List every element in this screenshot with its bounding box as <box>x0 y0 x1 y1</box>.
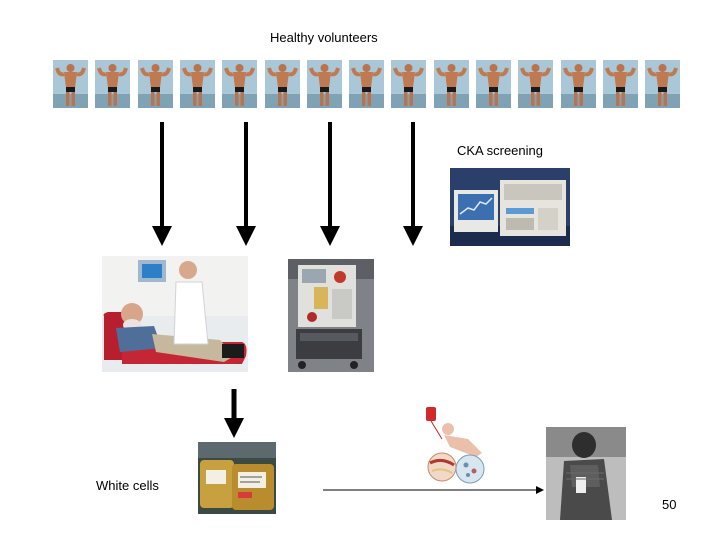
volunteer-image <box>518 60 553 108</box>
volunteer-image <box>53 60 88 108</box>
volunteer-image <box>391 60 426 108</box>
down-arrow-2 <box>236 122 256 246</box>
volunteer-image <box>603 60 638 108</box>
down-arrow-5 <box>224 389 244 438</box>
volunteer-image <box>434 60 469 108</box>
volunteer-image <box>222 60 257 108</box>
volunteer-image <box>95 60 130 108</box>
down-arrow-3 <box>320 122 340 246</box>
volunteer-image <box>180 60 215 108</box>
volunteer-image <box>645 60 680 108</box>
page-number: 50 <box>662 497 677 512</box>
white-cells-label: White cells <box>96 478 159 493</box>
title-healthy-volunteers: Healthy volunteers <box>270 30 378 45</box>
apheresis-machine-photo <box>288 259 374 372</box>
volunteer-image <box>476 60 511 108</box>
volunteer-image <box>561 60 596 108</box>
right-arrow <box>323 486 544 494</box>
volunteer-image <box>265 60 300 108</box>
down-arrow-1 <box>152 122 172 246</box>
down-arrow-4 <box>403 122 423 246</box>
cancer-patient-photo <box>546 427 626 520</box>
cka-screening-label: CKA screening <box>457 143 543 158</box>
white-cell-bags-photo <box>198 442 276 514</box>
transfusion-illustration <box>420 405 490 487</box>
volunteer-image <box>138 60 173 108</box>
lab-analyzer-photo <box>450 168 570 246</box>
blood-donation-photo <box>102 256 248 372</box>
volunteer-image <box>349 60 384 108</box>
volunteer-image <box>307 60 342 108</box>
